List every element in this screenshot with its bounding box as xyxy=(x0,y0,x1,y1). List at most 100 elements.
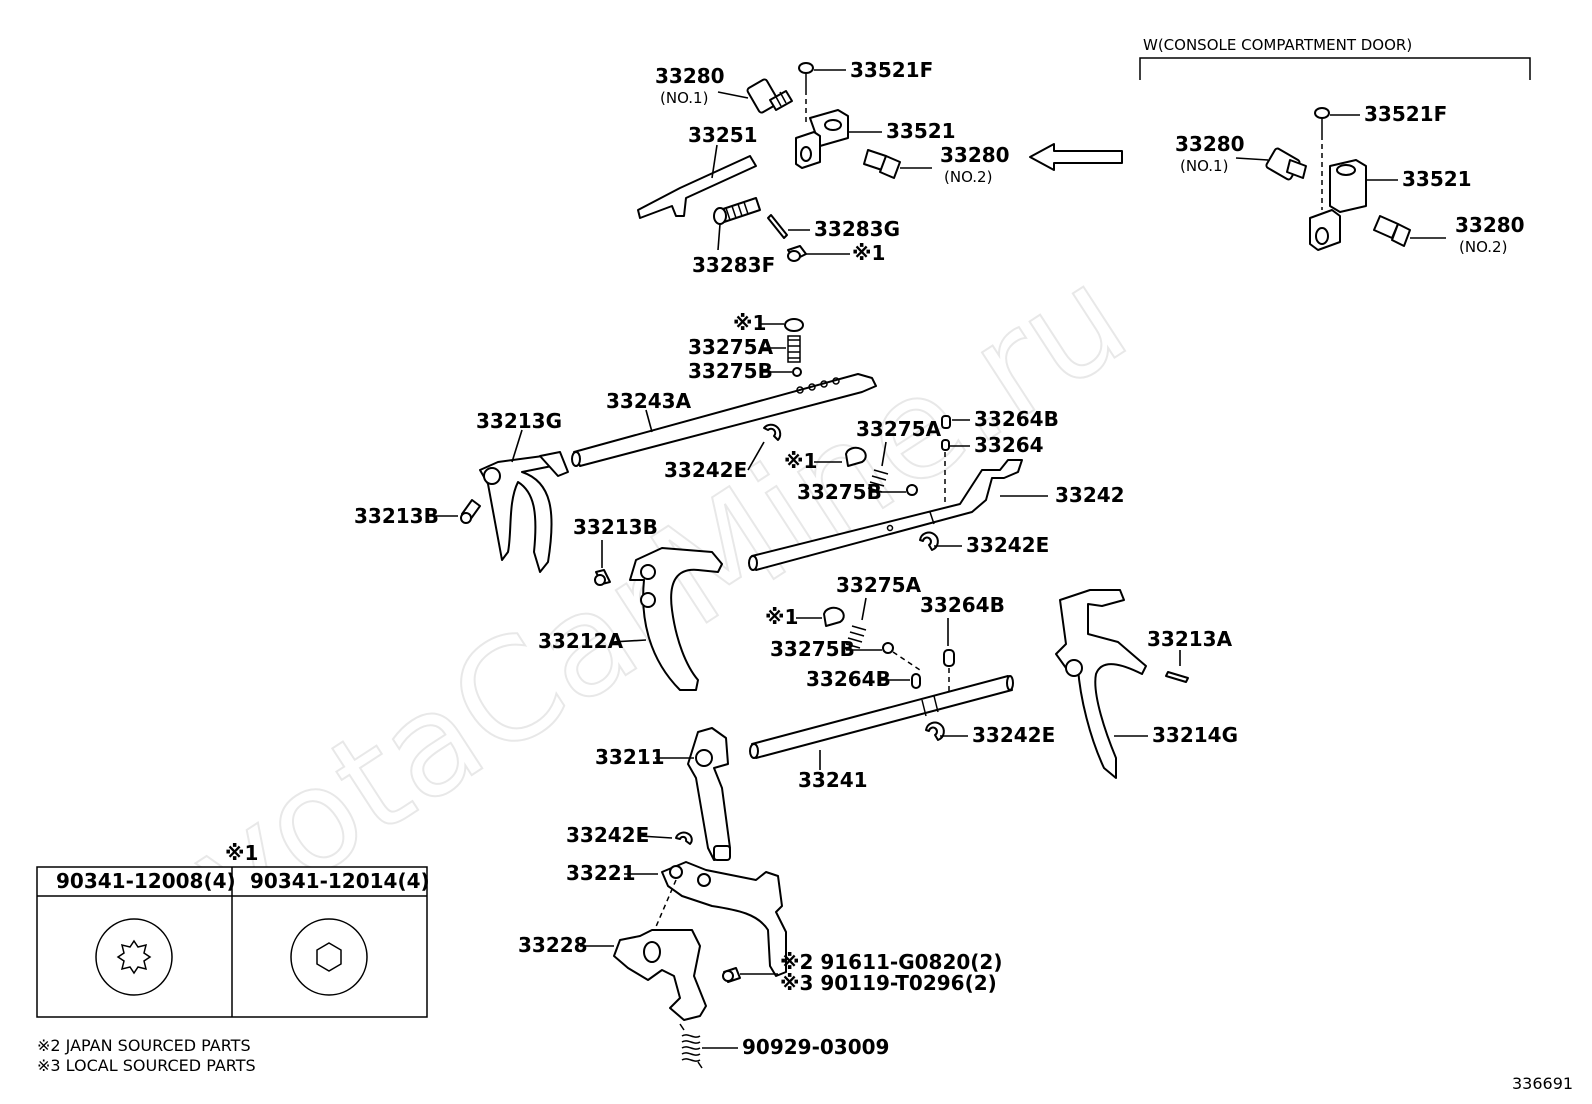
label-33264b-c: 33264B xyxy=(806,667,891,691)
screw-m1-a xyxy=(784,318,804,332)
label-33280-no1: 33280 xyxy=(655,64,725,88)
label-33264: 33264 xyxy=(974,433,1044,457)
pin-33264 xyxy=(941,439,950,451)
note-japan-sourced: ※2 JAPAN SOURCED PARTS xyxy=(37,1036,251,1055)
note-local-sourced: ※3 LOCAL SOURCED PARTS xyxy=(37,1056,256,1075)
label-33264b-b: 33264B xyxy=(920,593,1005,617)
label-m1-top: ※1 xyxy=(852,241,885,265)
label-33242e-d: 33242E xyxy=(566,823,649,847)
ball-33275b-b xyxy=(906,484,918,496)
pin-33264b-b xyxy=(943,649,955,667)
label-33242e-b: 33242E xyxy=(966,533,1049,557)
label-33275a-b: 33275A xyxy=(856,417,942,441)
clip-33242e-b xyxy=(919,531,939,551)
variant-label: W(CONSOLE COMPARTMENT DOOR) xyxy=(1143,36,1412,54)
screw-m1-b xyxy=(845,446,867,467)
shaft-33243a xyxy=(571,373,877,467)
left-arrow-icon xyxy=(1029,143,1123,171)
diagram-id: 336691 xyxy=(1512,1074,1573,1093)
fork-33213g xyxy=(479,451,569,573)
label-33280-no2: 33280 xyxy=(940,143,1010,167)
ball-33275b-c xyxy=(882,642,894,654)
label-33521-variant: 33521 xyxy=(1402,167,1472,191)
shaft-33242 xyxy=(748,459,1023,571)
legend-marker: ※1 xyxy=(225,841,258,865)
clip-33242e-d xyxy=(675,831,693,845)
label-33211: 33211 xyxy=(595,745,665,769)
label-33264b-a: 33264B xyxy=(974,407,1059,431)
clip-33242e-c xyxy=(925,721,945,741)
ball-33275b-a xyxy=(792,367,802,377)
clip-33242e-a xyxy=(763,423,782,441)
spring-33275a-b xyxy=(867,469,889,493)
plug-33280-no2 xyxy=(863,149,901,179)
label-33243a: 33243A xyxy=(606,389,692,413)
label-n3-part: ※3 90119-T0296(2) xyxy=(780,971,997,995)
label-33275a-a: 33275A xyxy=(688,335,774,359)
pin-33213a xyxy=(1165,671,1189,683)
label-33241: 33241 xyxy=(798,768,868,792)
spring-33275a-c xyxy=(845,625,867,649)
spring-33275a-a xyxy=(787,335,801,363)
legend-col1: 90341-12008(4) xyxy=(56,869,236,893)
plug-33280-no2-variant xyxy=(1373,215,1411,247)
label-33213b-a: 33213B xyxy=(354,504,439,528)
label-33213b-b: 33213B xyxy=(573,515,658,539)
label-33242: 33242 xyxy=(1055,483,1125,507)
plug-33280-no1 xyxy=(746,78,793,114)
label-33242e-a: 33242E xyxy=(664,458,747,482)
label-m1-b: ※1 xyxy=(784,449,817,473)
lever-33211 xyxy=(687,727,731,861)
bolt-33521f-variant xyxy=(1314,107,1330,135)
screw-m1-c xyxy=(823,606,845,627)
pin-33264b-c xyxy=(911,673,921,689)
label-33275b-a: 33275B xyxy=(688,359,773,383)
lever-33221 xyxy=(661,861,787,977)
label-33275b-c: 33275B xyxy=(770,637,855,661)
variant-bracket xyxy=(1139,57,1531,80)
label-33280-no2-variant-sub: (NO.2) xyxy=(1459,238,1507,256)
bolt-33213b-a xyxy=(460,499,481,524)
label-33275b-b: 33275B xyxy=(797,480,882,504)
label-33283f: 33283F xyxy=(692,253,775,277)
label-33275a-c: 33275A xyxy=(836,573,922,597)
torx-screw-icon xyxy=(95,918,173,996)
label-33521f: 33521F xyxy=(850,58,933,82)
lever-33228 xyxy=(613,929,707,1021)
block-33521-variant xyxy=(1309,159,1367,251)
label-33214g: 33214G xyxy=(1152,723,1238,747)
label-33280-no2-variant: 33280 xyxy=(1455,213,1525,237)
pin-33283g xyxy=(767,214,788,239)
pin-33264b-a xyxy=(941,415,951,429)
label-33280-no1-sub: (NO.1) xyxy=(660,89,708,107)
bolt-91611 xyxy=(722,967,741,983)
label-33521: 33521 xyxy=(886,119,956,143)
hex-screw-icon xyxy=(290,918,368,996)
label-33521f-variant: 33521F xyxy=(1364,102,1447,126)
label-33242e-c: 33242E xyxy=(972,723,1055,747)
label-33280-no2-sub: (NO.2) xyxy=(944,168,992,186)
shaft-33241 xyxy=(749,675,1014,759)
label-33280-no1-variant-sub: (NO.1) xyxy=(1180,157,1228,175)
block-33521 xyxy=(795,109,849,169)
label-33228: 33228 xyxy=(518,933,588,957)
spring-90929 xyxy=(679,1023,703,1069)
label-m1-c: ※1 xyxy=(765,605,798,629)
spring-33283f xyxy=(713,197,761,225)
legend-col2: 90341-12014(4) xyxy=(250,869,430,893)
bolt-33213b-b xyxy=(594,569,611,586)
label-33212a: 33212A xyxy=(538,629,624,653)
label-33213a: 33213A xyxy=(1147,627,1233,651)
label-33280-no1-variant: 33280 xyxy=(1175,132,1245,156)
shaft-33251 xyxy=(637,155,757,219)
label-90929: 90929-03009 xyxy=(742,1035,889,1059)
label-n2-part: ※2 91611-G0820(2) xyxy=(780,950,1002,974)
label-33213g: 33213G xyxy=(476,409,562,433)
screw-m1-top xyxy=(787,245,807,262)
fork-33214g xyxy=(1055,589,1147,779)
fork-33212a xyxy=(629,547,723,691)
bolt-33521f xyxy=(798,62,814,90)
label-33221: 33221 xyxy=(566,861,636,885)
